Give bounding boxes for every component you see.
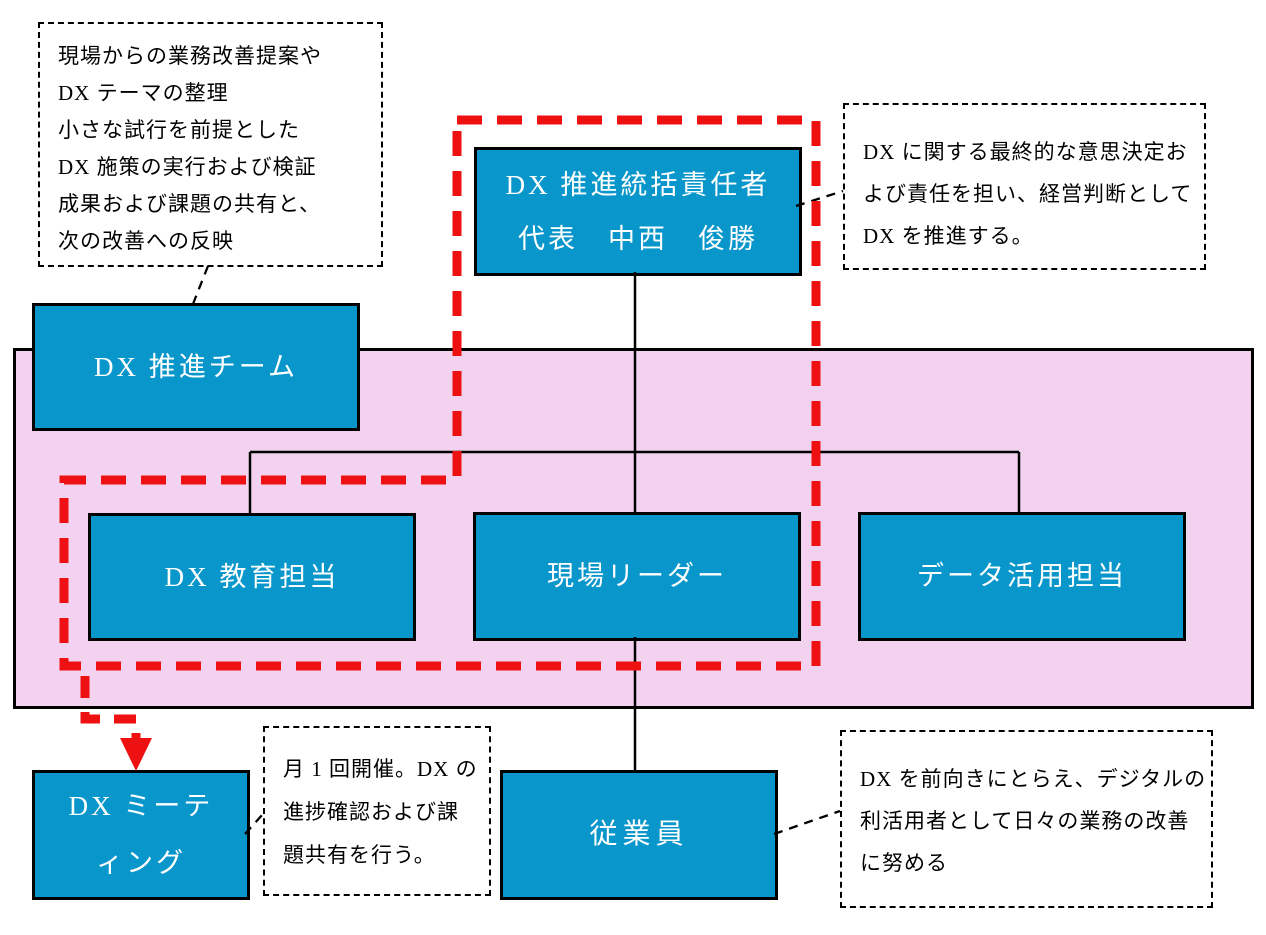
dx-meeting-label-line1: DX ミーテ (68, 791, 214, 822)
executive-role-note-line: DX に関する最終的な意思決定お (863, 140, 1188, 164)
executive-role-note-line: よび責任を担い、経営判断として (863, 182, 1193, 206)
employee-box: 従業員 (500, 770, 778, 900)
executive-role-note-line: DX を推進する。 (863, 224, 1034, 248)
employee-role-note-line: に努める (860, 851, 948, 875)
dx-education-box: DX 教育担当 (88, 513, 416, 641)
dx-team-label: DX 推進チーム (94, 351, 298, 382)
employee-role-note: DX を前向きにとらえ、デジタルの 利活用者として日々の業務の改善 に努める (840, 730, 1213, 908)
employee-role-note-line: 利活用者として日々の業務の改善 (860, 809, 1190, 833)
team-role-note-line: 小さな試行を前提とした (58, 118, 300, 142)
executive-role-note: DX に関する最終的な意思決定お よび責任を担い、経営判断として DX を推進す… (843, 103, 1206, 270)
dx-team-box: DX 推進チーム (32, 303, 360, 431)
dx-education-label: DX 教育担当 (164, 561, 340, 592)
field-leader-label: 現場リーダー (547, 561, 727, 592)
executive-box: DX 推進統括責任者 代表 中西 俊勝 (474, 147, 802, 276)
leader-exec-note (795, 189, 844, 208)
leader-team-note (191, 265, 210, 305)
red-arrowhead-icon (120, 738, 152, 771)
meeting-schedule-note-line: 題共有を行う。 (283, 843, 436, 867)
team-role-note: 現場からの業務改善提案や DX テーマの整理 小さな試行を前提とした DX 施策… (38, 22, 383, 267)
employee-label: 従業員 (589, 818, 689, 850)
dx-meeting-box: DX ミーテ ィング (32, 770, 250, 900)
leader-employee-note (773, 809, 841, 836)
meeting-schedule-note-line: 月 1 回開催。DX の (283, 757, 478, 781)
team-role-note-line: 次の改善への反映 (58, 229, 234, 253)
team-role-note-line: DX 施策の実行および検証 (58, 155, 317, 179)
team-role-note-line: 現場からの業務改善提案や (58, 44, 322, 68)
team-role-note-line: 成果および課題の共有と、 (58, 192, 322, 216)
executive-title: DX 推進統括責任者 (505, 169, 771, 200)
data-utilization-box: データ活用担当 (858, 512, 1186, 641)
team-role-note-line: DX テーマの整理 (58, 81, 229, 105)
executive-name: 代表 中西 俊勝 (518, 223, 758, 254)
meeting-schedule-note: 月 1 回開催。DX の 進捗確認および課 題共有を行う。 (263, 726, 491, 896)
meeting-schedule-note-line: 進捗確認および課 (283, 800, 459, 824)
employee-role-note-line: DX を前向きにとらえ、デジタルの (860, 767, 1207, 791)
field-leader-box: 現場リーダー (473, 512, 801, 641)
data-utilization-label: データ活用担当 (917, 561, 1127, 592)
dx-meeting-label-line2: ィング (96, 848, 186, 878)
